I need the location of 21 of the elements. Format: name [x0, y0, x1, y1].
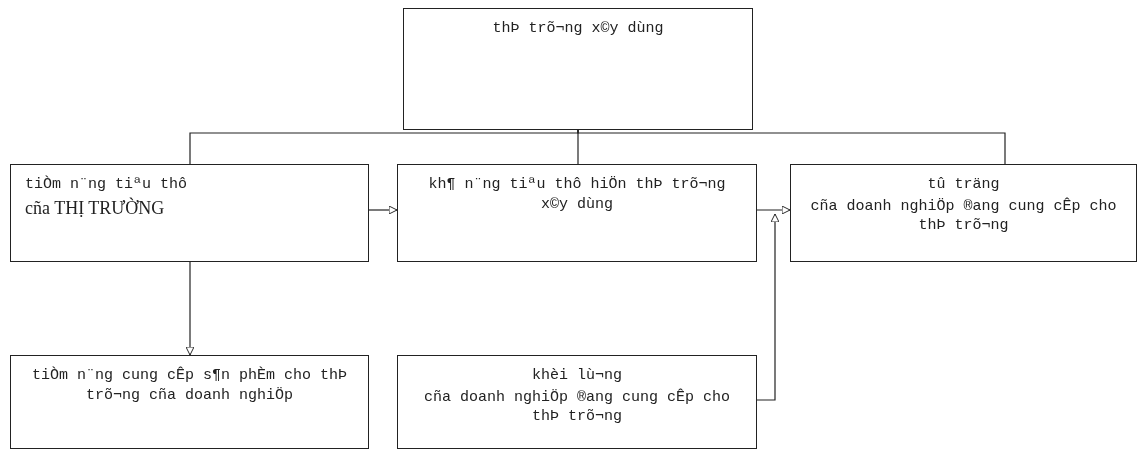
- process-box: [10, 164, 369, 262]
- connector-line: [577, 129, 1006, 165]
- process-box: [790, 164, 1137, 262]
- box-text: tû träng: [927, 175, 1000, 195]
- box-text: cña doanh nghiÖp ®ang cung cÊp cho thÞ trõ¬ng: [422, 387, 732, 427]
- box-text: cña THỊ TRƯỜNG: [25, 196, 165, 220]
- box-text: cña doanh nghiÖp ®ang cung cÊp cho thÞ trõ¬ng: [809, 196, 1118, 236]
- arrow: [756, 205, 791, 215]
- arrow: [756, 213, 780, 401]
- box-text: tiÒm n¨ng cung cÊp s¶n phÈm cho thÞ trõ¬ng cña doanh nghiÖp: [30, 366, 349, 405]
- connector-line: [189, 129, 579, 165]
- arrow: [368, 205, 398, 215]
- box-text: tiÒm n¨ng tiªu thô: [25, 175, 188, 195]
- box-text: khèi lù¬ng: [532, 366, 622, 386]
- process-box: [10, 355, 369, 449]
- box-text: thÞ trõ¬ng x©y dùng: [492, 19, 664, 39]
- box-text: kh¶ n¨ng tiªu thô hiÖn thÞ trõ¬ng x©y dùng: [427, 175, 727, 214]
- arrow: [185, 261, 195, 356]
- process-box: [403, 8, 753, 130]
- process-box: [397, 164, 757, 262]
- process-box: [397, 355, 757, 449]
